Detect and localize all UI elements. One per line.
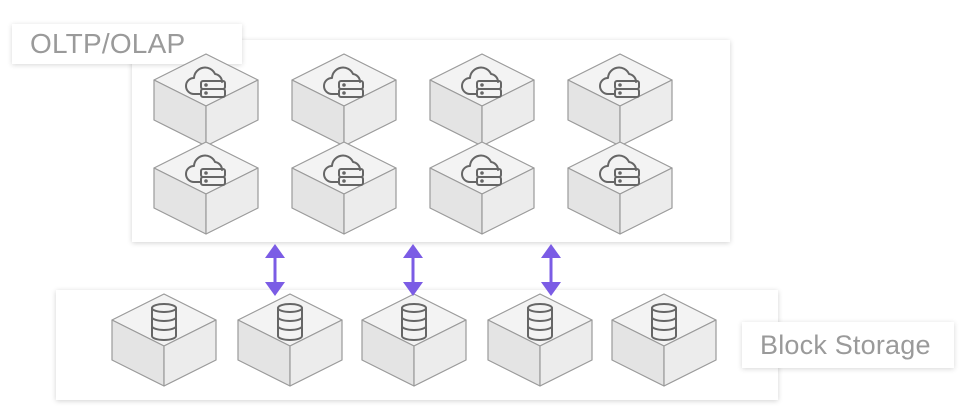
cloud-server-icon — [461, 66, 502, 98]
compute-node — [153, 141, 259, 235]
bidirectional-arrow-icon — [541, 244, 561, 296]
cloud-server-icon — [185, 154, 226, 186]
cloud-server-icon — [323, 66, 364, 98]
compute-node — [429, 141, 535, 235]
compute-node — [291, 141, 397, 235]
storage-node — [111, 293, 217, 387]
storage-node — [237, 293, 343, 387]
compute-node — [429, 53, 535, 147]
database-icon — [277, 303, 303, 341]
database-icon — [651, 303, 677, 341]
compute-node — [567, 141, 673, 235]
storage-node — [487, 293, 593, 387]
storage-node — [361, 293, 467, 387]
compute-node — [567, 53, 673, 147]
cloud-server-icon — [323, 154, 364, 186]
cloud-server-icon — [599, 66, 640, 98]
storage-node — [611, 293, 717, 387]
storage-label: Block Storage — [742, 322, 954, 368]
cloud-server-icon — [461, 154, 502, 186]
bidirectional-arrow-icon — [403, 244, 423, 296]
bidirectional-arrow-icon — [265, 244, 285, 296]
database-icon — [401, 303, 427, 341]
database-icon — [151, 303, 177, 341]
compute-node — [291, 53, 397, 147]
database-icon — [527, 303, 553, 341]
cloud-server-icon — [599, 154, 640, 186]
cloud-server-icon — [185, 66, 226, 98]
compute-node — [153, 53, 259, 147]
